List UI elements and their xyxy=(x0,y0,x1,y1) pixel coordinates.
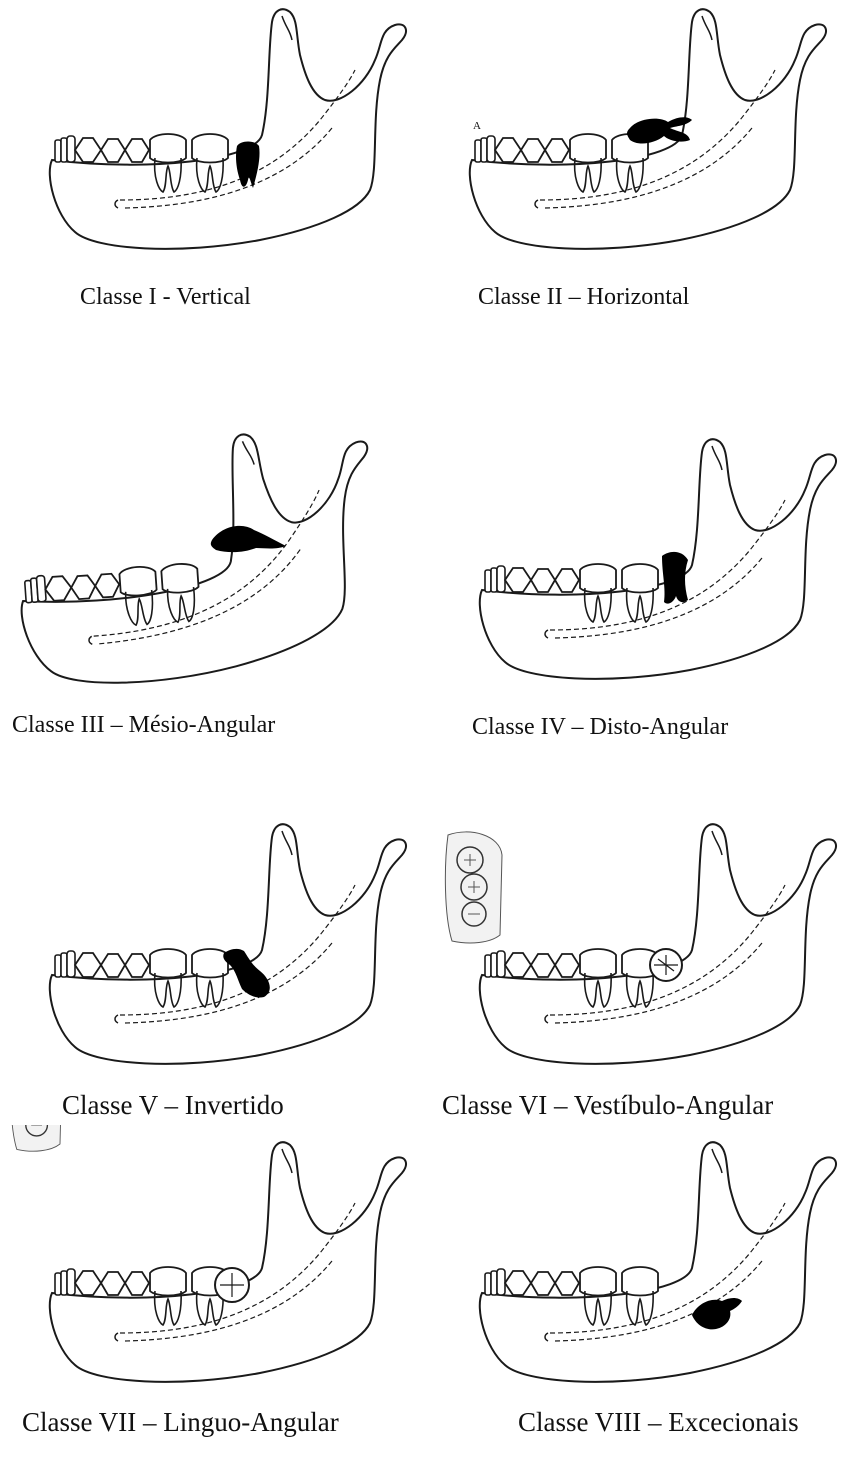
caption-class-2: Classe II – Horizontal xyxy=(478,284,689,311)
impacted-tooth-icon xyxy=(692,1298,742,1329)
mandible-horizontal-illustration xyxy=(420,0,840,270)
caption-class-4: Classe IV – Disto-Angular xyxy=(472,714,728,741)
caption-class-1: Classe I - Vertical xyxy=(80,284,251,311)
mandible-inverted-illustration xyxy=(0,815,420,1085)
caption-class-7: Classe VII – Linguo-Angular xyxy=(22,1407,339,1438)
impacted-tooth-icon xyxy=(236,142,260,189)
impacted-tooth-icon xyxy=(662,552,688,604)
diagram-panel-class-1: Classe I - Vertical xyxy=(0,0,420,270)
mandible-exceptional-illustration xyxy=(430,1125,850,1400)
mandible-vertical-illustration xyxy=(0,0,420,270)
mandible-mesio-angular-illustration xyxy=(0,400,420,700)
mandible-linguo-angular-illustration xyxy=(0,1125,420,1400)
caption-class-6: Classe VI – Vestíbulo-Angular xyxy=(442,1090,773,1121)
caption-class-8: Classe VIII – Excecionais xyxy=(518,1407,799,1438)
mandible-disto-angular-illustration xyxy=(430,430,850,700)
diagram-panel-class-5: Classe V – Invertido xyxy=(0,815,420,1085)
diagram-panel-class-7: Classe VII – Linguo-Angular xyxy=(0,1125,420,1400)
diagram-panel-class-4: Classe IV – Disto-Angular xyxy=(430,430,850,700)
impacted-tooth-icon xyxy=(223,949,270,998)
diagram-panel-class-2: A Classe II – Horizontal xyxy=(420,0,840,270)
caption-class-3: Classe III – Mésio-Angular xyxy=(12,712,275,739)
diagram-panel-class-8: Classe VIII – Excecionais xyxy=(430,1125,850,1400)
caption-class-5: Classe V – Invertido xyxy=(62,1090,284,1121)
diagram-panel-class-6: Classe VI – Vestíbulo-Angular xyxy=(430,815,850,1085)
mandible-vestibulo-angular-illustration xyxy=(430,815,850,1085)
impacted-tooth-icon xyxy=(211,526,286,552)
diagram-panel-class-3: Classe III – Mésio-Angular xyxy=(0,400,420,700)
figure-marker: A xyxy=(473,120,481,132)
